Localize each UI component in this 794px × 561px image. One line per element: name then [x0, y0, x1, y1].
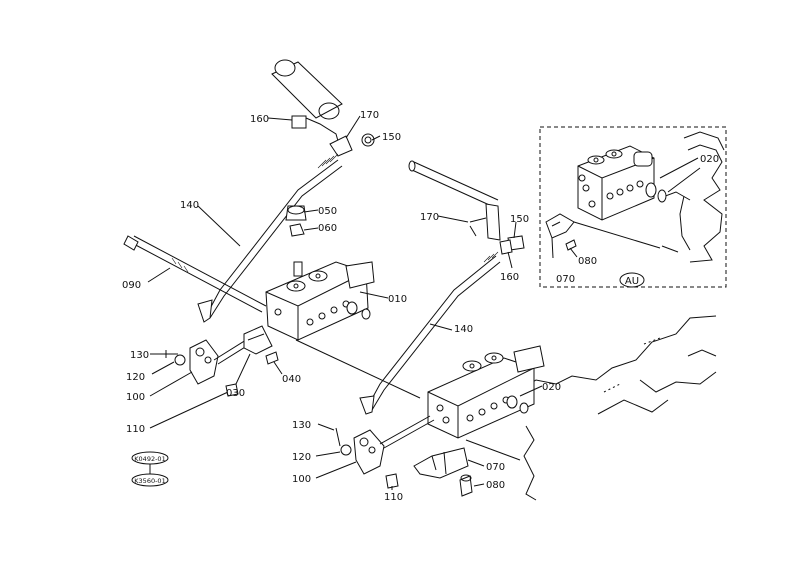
control-rod-left: 140	[180, 153, 343, 323]
callout-020-b: 020	[542, 382, 561, 393]
nut-150-a	[361, 133, 375, 147]
callout-130-a: 130	[130, 350, 149, 361]
valve-spool-cap-right	[513, 345, 545, 373]
pin-170-a	[329, 135, 353, 157]
callout-170-b: 170	[420, 212, 439, 223]
nut-060	[289, 223, 305, 237]
inset-background-casting	[659, 131, 725, 263]
inset-o-ring	[645, 182, 657, 198]
right-shaft	[411, 161, 499, 209]
control-rod-right: 140	[359, 251, 501, 415]
callout-140-b: 140	[454, 324, 473, 335]
callout-120-b: 120	[292, 452, 311, 463]
inset-o-ring-small	[657, 189, 667, 203]
callout-060: 060	[318, 223, 337, 234]
stamp-bottom-oval	[131, 473, 169, 487]
upper-lever-shaft-assembly: 160 170 150	[250, 59, 401, 157]
callout-080-b: 080	[486, 480, 505, 491]
pin-160-b	[499, 239, 513, 255]
o-ring-left-2	[361, 308, 371, 320]
rod-right-end	[359, 395, 375, 415]
pin-170-b	[469, 217, 487, 237]
inset-label-oval	[619, 272, 645, 288]
o-ring-right-1	[506, 395, 518, 409]
inset-leaders	[551, 157, 701, 259]
callout-070-inset: 070	[556, 274, 575, 285]
callout-130-b: 130	[292, 420, 311, 431]
inset-au: 020 070 080 AU	[539, 126, 727, 288]
inset-bracket	[545, 213, 575, 239]
callout-160-a: 160	[250, 114, 269, 125]
right-shaft-bracket	[485, 203, 501, 241]
reference-stamps: K0492-01 K3560-01	[131, 451, 169, 487]
callout-050: 050	[318, 206, 337, 217]
callout-080-inset: 080	[578, 256, 597, 267]
callout-100-a: 100	[126, 392, 145, 403]
right-valve-assembly: 020 130 120 100 110 070 080	[292, 315, 717, 503]
bolt-110-b	[385, 473, 399, 489]
o-ring-right-2	[519, 402, 529, 414]
pin-160-a	[291, 115, 307, 129]
lever-left	[189, 339, 219, 385]
inset-border	[539, 126, 727, 288]
callout-150-b: 150	[510, 214, 529, 225]
stamp-bottom: K3560-01	[134, 477, 165, 485]
bolt-040	[265, 351, 279, 365]
callout-110-a: 110	[126, 424, 145, 435]
bolt-090	[129, 235, 267, 313]
callout-160-b: 160	[500, 272, 519, 283]
left-valve-assembly: 090 050 060 010 130 120	[122, 205, 421, 435]
callout-030: 030	[226, 388, 245, 399]
callout-110-b: 110	[384, 492, 403, 503]
inset-valve-block	[577, 145, 655, 221]
stamp-top: K0492-01	[134, 455, 165, 463]
callout-140-a: 140	[180, 200, 199, 211]
washer-120-a	[174, 354, 186, 366]
inset-bolt	[565, 239, 577, 251]
callout-100-b: 100	[292, 474, 311, 485]
right-lever-shaft-assembly: 170 150 160	[408, 160, 529, 283]
pin-130-a	[160, 350, 178, 358]
callout-070-b: 070	[486, 462, 505, 473]
callout-010: 010	[388, 294, 407, 305]
lever-right	[353, 429, 385, 475]
pin-130-b	[335, 427, 341, 447]
callout-020-inset-a: 020	[700, 154, 719, 165]
bracket-070	[413, 447, 469, 479]
valve-block-right	[427, 357, 535, 439]
upper-leaders	[267, 115, 381, 141]
rod-left-end	[197, 299, 213, 323]
right-shaft-leaders	[437, 215, 517, 269]
callout-150-a: 150	[382, 132, 401, 143]
callout-040: 040	[282, 374, 301, 385]
inset-label: AU	[625, 276, 639, 287]
callout-170-a: 170	[360, 110, 379, 121]
bracket-030	[243, 325, 273, 355]
washer-120-b	[340, 444, 352, 456]
background-casting	[519, 315, 717, 501]
bolt-080	[459, 475, 473, 497]
bolt-110-a	[225, 383, 239, 397]
o-ring-left-1	[346, 301, 358, 315]
callout-120-a: 120	[126, 372, 145, 383]
callout-090: 090	[122, 280, 141, 291]
valve-spool-cap-left	[345, 261, 375, 289]
